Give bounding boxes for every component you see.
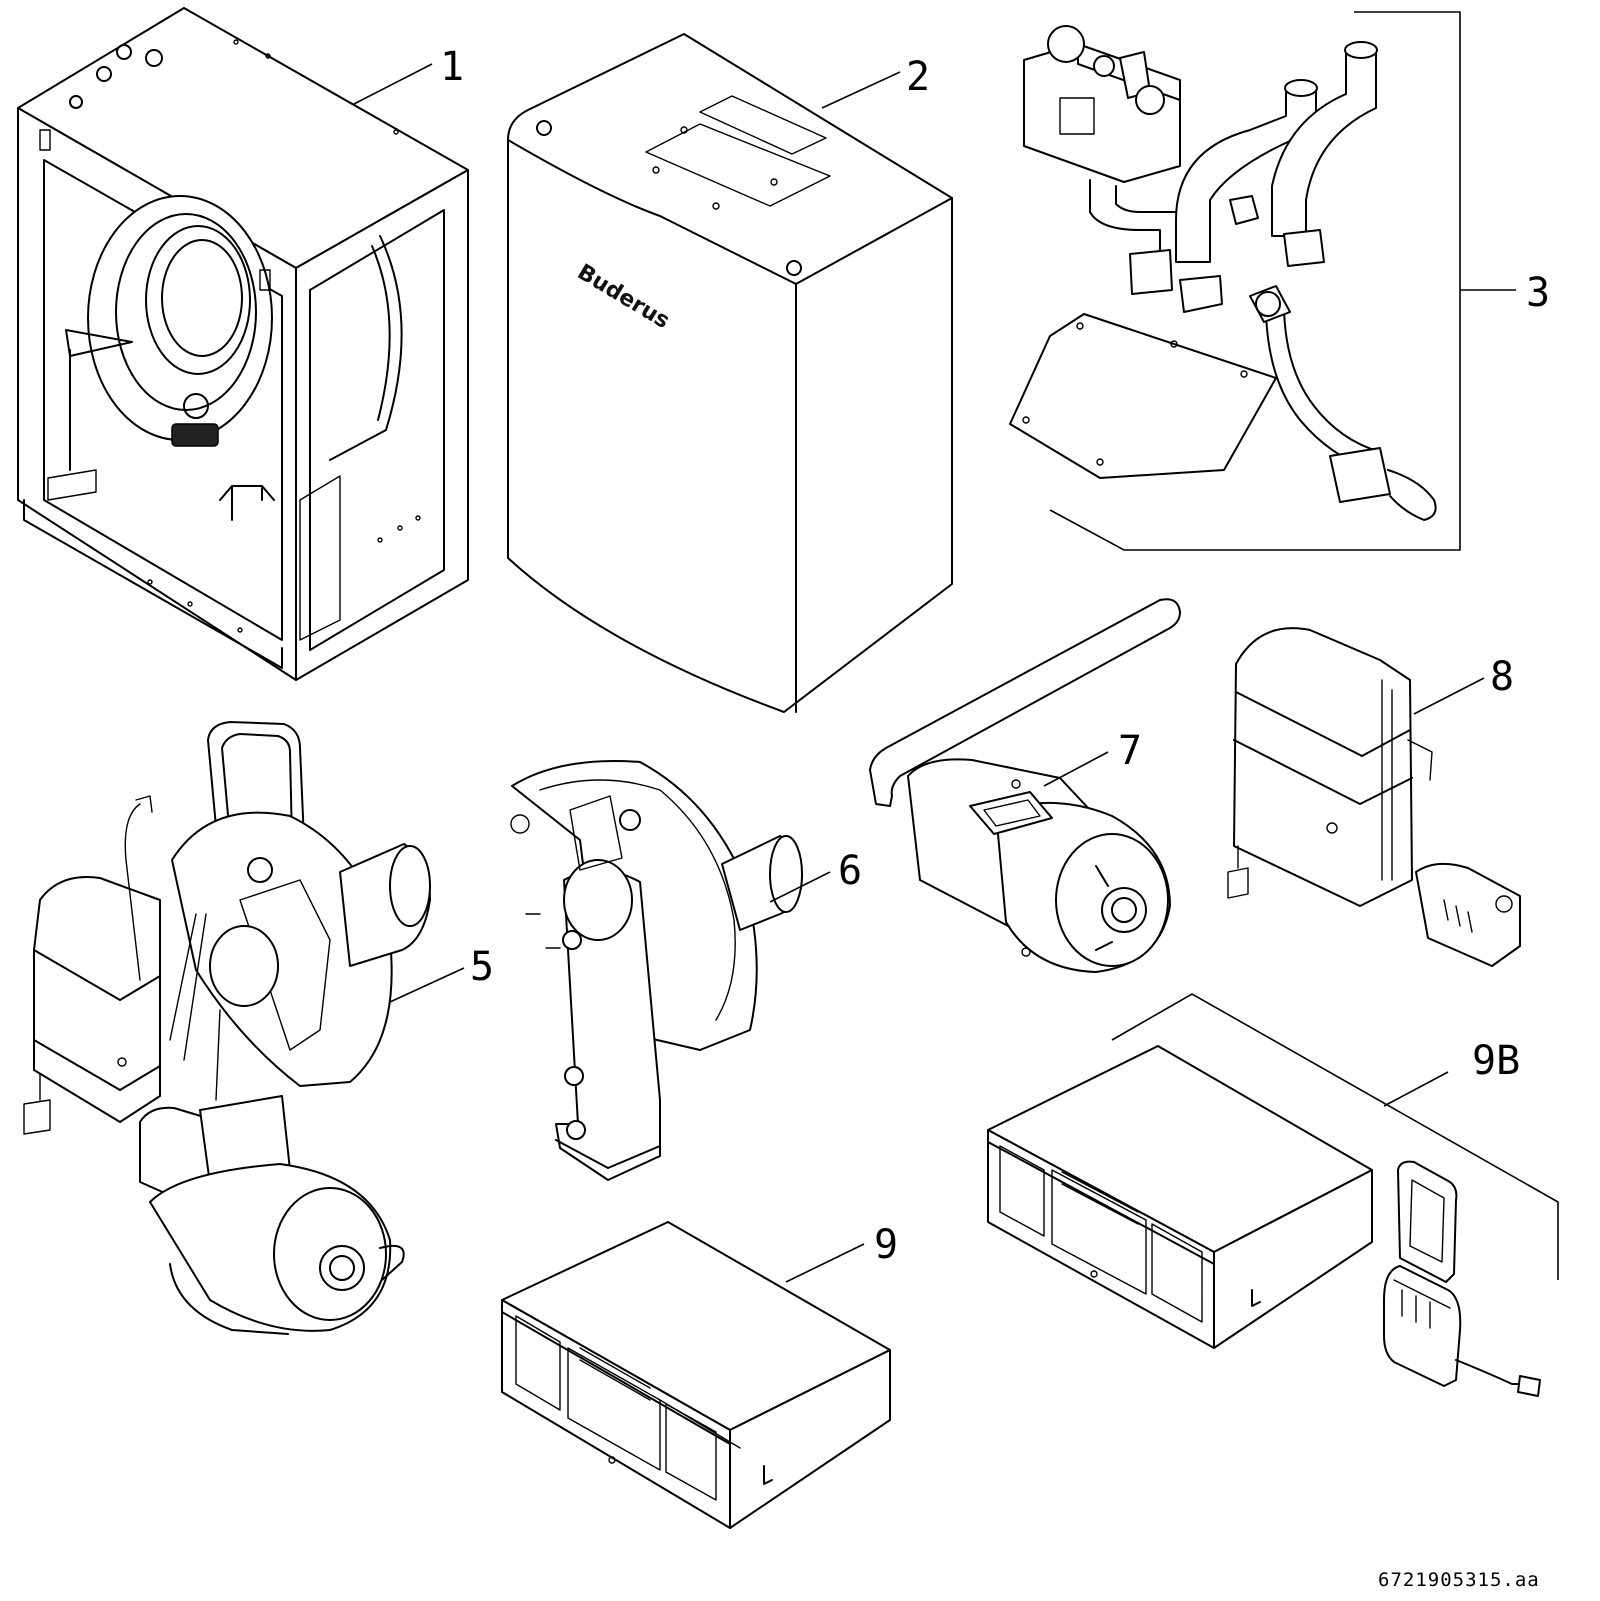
part-8-control-unit bbox=[1227, 627, 1521, 967]
part-3-connection-kit bbox=[1009, 11, 1516, 551]
part-5-burner-assembly bbox=[23, 721, 431, 1335]
part-1-boiler-frame bbox=[17, 7, 469, 681]
callout-5: 5 bbox=[470, 944, 494, 990]
document-reference: 6721905315.aa bbox=[1378, 1569, 1540, 1591]
part-2-casing-cover: Buderus bbox=[507, 33, 953, 713]
part-7-fan-assembly bbox=[869, 598, 1181, 973]
part-9-control-box bbox=[501, 1221, 891, 1529]
callout-6: 6 bbox=[838, 848, 862, 894]
callout-3: 3 bbox=[1526, 270, 1550, 316]
callout-1: 1 bbox=[440, 44, 464, 90]
callout-2: 2 bbox=[906, 54, 930, 100]
callout-8: 8 bbox=[1490, 654, 1514, 700]
part-9b-control-box-with-remote bbox=[987, 993, 1559, 1397]
part-6-burner-flange bbox=[510, 760, 803, 1181]
callout-9: 9 bbox=[874, 1222, 898, 1268]
callout-7: 7 bbox=[1118, 728, 1142, 774]
callout-9b: 9B bbox=[1472, 1038, 1520, 1084]
